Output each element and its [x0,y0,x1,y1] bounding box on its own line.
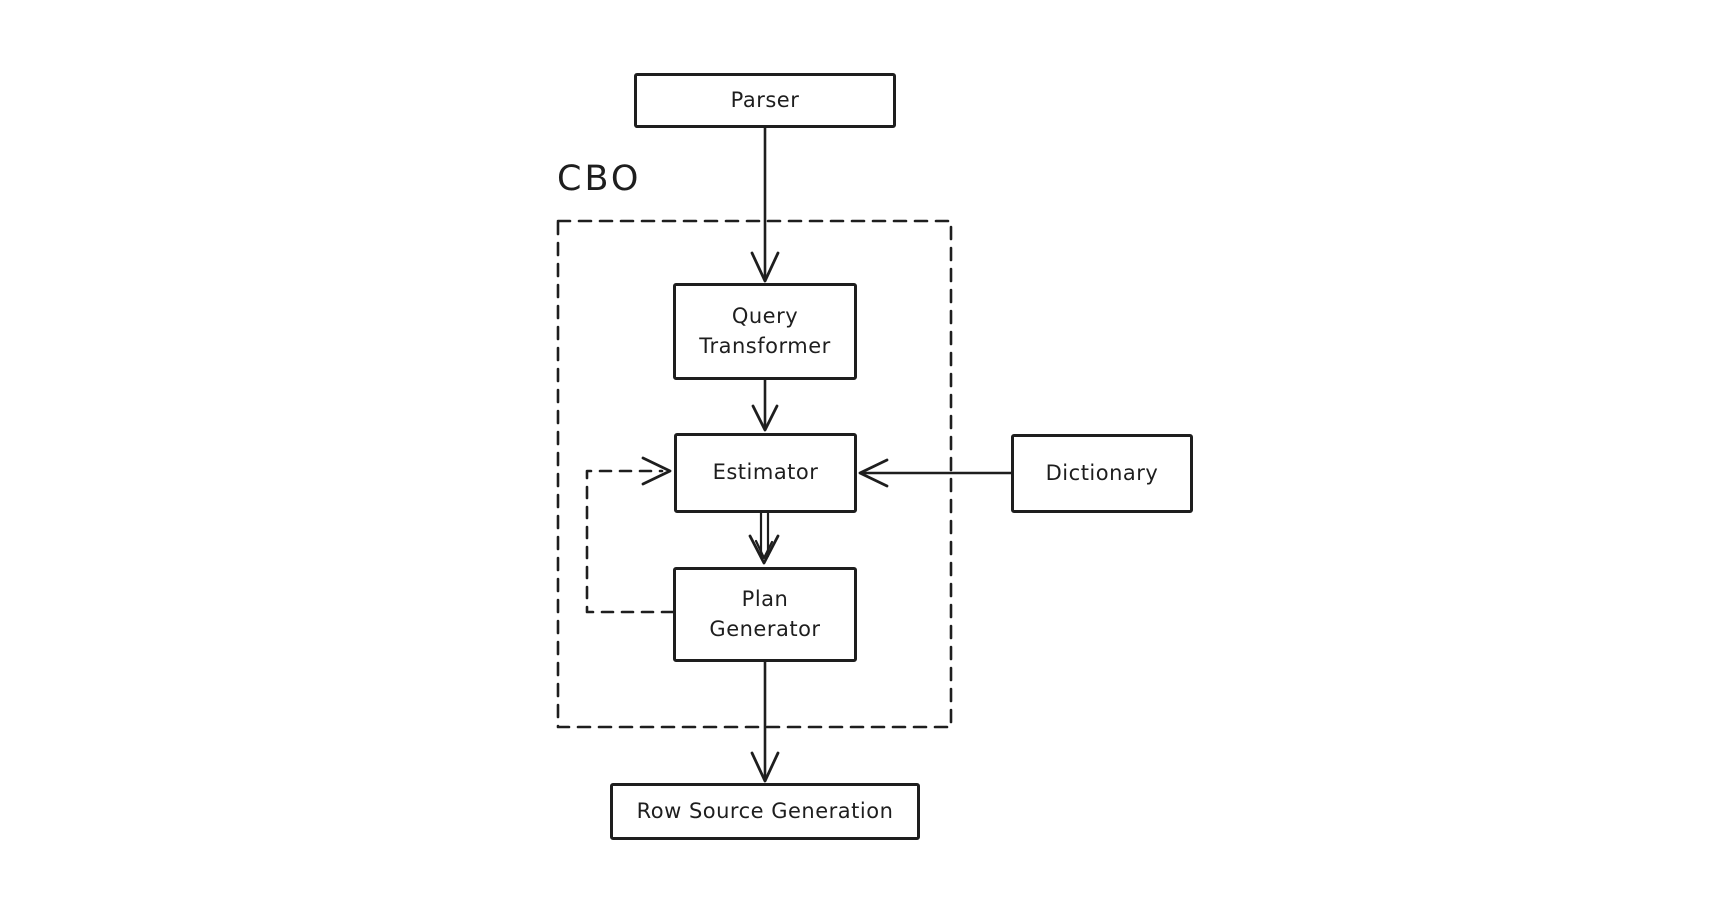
arrowhead-inner-estimator-to-plan-generator [754,539,774,560]
node-dictionary-label: Dictionary [1045,460,1159,485]
arrowhead-plan-generator-to-row-source-generation [750,751,780,783]
node-plan-generator-label: Plan Generator [709,587,821,641]
node-row-source-generation-label: Row Source Generation [636,798,894,823]
edge-plan-generator-to-estimator-feedback [585,469,675,614]
arrowhead-dictionary-to-estimator [858,458,889,488]
cbo-group-border [556,219,953,729]
node-query-transformer: Query Transformer [673,283,857,380]
node-dictionary: Dictionary [1011,434,1193,513]
node-query-transformer-label: Query Transformer [699,304,831,358]
node-plan-generator: Plan Generator [673,567,857,662]
node-row-source-generation: Row Source Generation [610,783,920,840]
node-estimator-label: Estimator [712,460,819,485]
arrowhead-query-transformer-to-estimator [751,404,779,432]
node-parser: Parser [634,73,896,128]
node-estimator: Estimator [674,433,857,513]
node-parser-label: Parser [730,87,800,112]
cbo-group-label: CBO [557,159,642,199]
arrowhead-estimator-to-plan-generator [748,534,780,565]
arrowhead-plan-generator-to-estimator-feedback [641,456,672,486]
arrowhead-parser-to-query-transformer [750,251,780,283]
